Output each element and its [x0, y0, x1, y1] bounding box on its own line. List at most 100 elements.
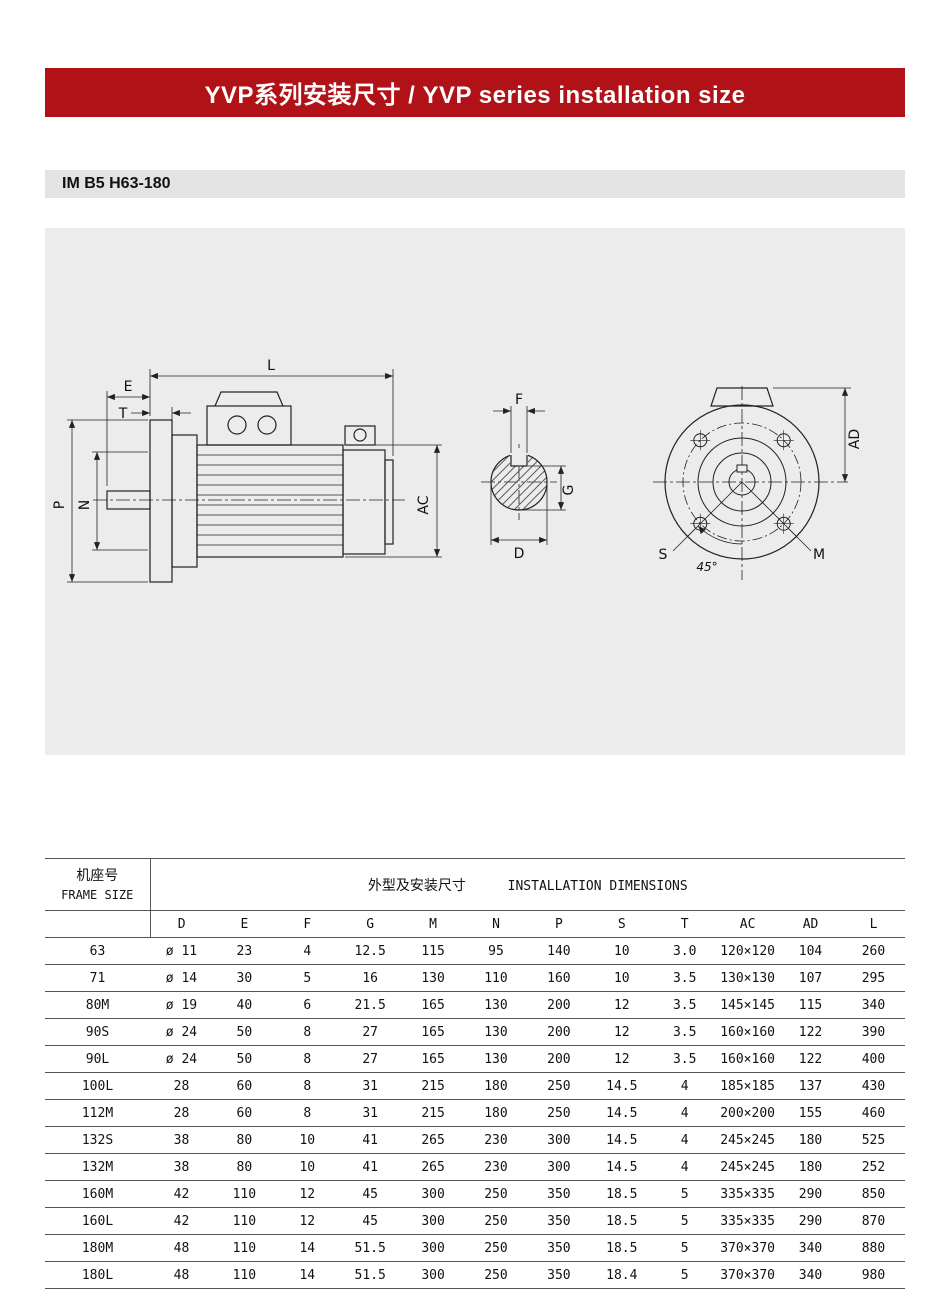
dim-label-L: L: [267, 358, 275, 374]
dimension-cell: 110: [212, 1207, 276, 1235]
dimension-cell: 140: [527, 937, 591, 965]
dim-label-G: G: [561, 485, 577, 496]
dimension-cell: 45: [338, 1180, 402, 1208]
dimension-cell: 850: [841, 1180, 905, 1208]
dimension-cell: 8: [275, 1018, 339, 1046]
dimension-cell: 38: [150, 1153, 213, 1181]
dimension-cell: 5: [653, 1261, 717, 1289]
dimension-cell: 430: [841, 1072, 905, 1100]
dimension-cell: 42: [150, 1207, 213, 1235]
dimension-cell: 4: [653, 1072, 717, 1100]
dimension-cell: 80: [212, 1153, 276, 1181]
dimension-cell: 300: [527, 1126, 591, 1154]
dimension-cell: 8: [275, 1072, 339, 1100]
frame-size-cell: 180M: [45, 1234, 150, 1262]
dimension-cell: 14: [275, 1261, 339, 1289]
dimension-cell: 23: [212, 937, 276, 965]
dimension-cell: 4: [653, 1153, 717, 1181]
dimension-cell: 28: [150, 1072, 213, 1100]
dimension-cell: 40: [212, 991, 276, 1019]
dimension-cell: 130: [464, 991, 528, 1019]
dimension-cell: 215: [401, 1072, 465, 1100]
dimension-cell: 18.5: [590, 1234, 654, 1262]
column-header-e: E: [212, 910, 276, 938]
dimensions-group-header: 外型及安装尺寸 INSTALLATION DIMENSIONS: [150, 858, 905, 911]
page-title: YVP系列安装尺寸 / YVP series installation size: [204, 82, 746, 109]
dimension-cell: 6: [275, 991, 339, 1019]
dimension-cell: 51.5: [338, 1234, 402, 1262]
section-label-bar: IM B5 H63-180: [45, 170, 905, 198]
column-header-s: S: [590, 910, 654, 938]
dimension-cell: 265: [401, 1126, 465, 1154]
dimension-cell: 48: [150, 1234, 213, 1262]
dimension-cell: 145×145: [716, 991, 780, 1019]
dimension-cell: 4: [275, 937, 339, 965]
dimension-cell: 3.5: [653, 1018, 717, 1046]
dimension-cell: 250: [527, 1072, 591, 1100]
dimension-cell: 180: [464, 1072, 528, 1100]
dimension-cell: 340: [841, 991, 905, 1019]
dimension-cell: 110: [212, 1234, 276, 1262]
dimension-cell: 14.5: [590, 1126, 654, 1154]
dimension-cell: 122: [779, 1045, 842, 1073]
dimension-cell: 230: [464, 1153, 528, 1181]
dimension-cell: 200×200: [716, 1099, 780, 1127]
drawing-area: L E T P N AC: [45, 228, 905, 755]
dimension-cell: 137: [779, 1072, 842, 1100]
column-header-m: M: [401, 910, 465, 938]
dim-label-E: E: [124, 379, 133, 395]
dimension-cell: 10: [590, 937, 654, 965]
dim-label-P: P: [52, 501, 68, 509]
dim-label-angle: 45°: [696, 560, 717, 574]
dimension-cell: 350: [527, 1180, 591, 1208]
dimension-cell: 115: [779, 991, 842, 1019]
dimension-cell: ø 19: [150, 991, 213, 1019]
dimension-cell: 31: [338, 1099, 402, 1127]
dimension-cell: 8: [275, 1045, 339, 1073]
frame-size-cell: 63: [45, 937, 150, 965]
dimension-cell: 350: [527, 1234, 591, 1262]
dimension-cell: 12: [590, 991, 654, 1019]
dimension-cell: 340: [779, 1234, 842, 1262]
dimension-cell: 160: [527, 964, 591, 992]
dimension-cell: 60: [212, 1099, 276, 1127]
dimension-cell: 245×245: [716, 1126, 780, 1154]
dim-label-AD: AD: [847, 429, 863, 449]
dimension-cell: 107: [779, 964, 842, 992]
dimension-cell: 60: [212, 1072, 276, 1100]
dimension-cell: 4: [653, 1099, 717, 1127]
frame-size-cell: 160M: [45, 1180, 150, 1208]
flange-front-view: [664, 387, 851, 560]
dimension-cell: 200: [527, 1018, 591, 1046]
dimension-cell: 300: [401, 1180, 465, 1208]
page-header: YVP系列安装尺寸 / YVP series installation size: [45, 68, 905, 117]
side-view-dimensions: [67, 369, 442, 583]
dimension-cell: 41: [338, 1126, 402, 1154]
table-group-header-row: 机座号 FRAME SIZE 外型及安装尺寸 INSTALLATION DIME…: [45, 858, 905, 911]
dimension-cell: 340: [779, 1261, 842, 1289]
dimension-cell: 130: [464, 1018, 528, 1046]
column-header-l: L: [841, 910, 905, 938]
dimension-cell: 130×130: [716, 964, 780, 992]
dim-label-D: D: [514, 546, 525, 562]
column-header-ac: AC: [716, 910, 780, 938]
dimension-cell: ø 14: [150, 964, 213, 992]
dimension-cell: 31: [338, 1072, 402, 1100]
dimension-cell: 4: [653, 1126, 717, 1154]
dimension-cell: 42: [150, 1180, 213, 1208]
frame-size-cell: 132M: [45, 1153, 150, 1181]
dimension-cell: 14: [275, 1234, 339, 1262]
frame-size-header: 机座号 FRAME SIZE: [45, 858, 151, 911]
frame-size-cell: 90L: [45, 1045, 150, 1073]
dim-label-T: T: [118, 406, 128, 422]
frame-size-cell: 80M: [45, 991, 150, 1019]
dimension-cell: 16: [338, 964, 402, 992]
section-label-text: IM B5 H63-180: [62, 175, 171, 192]
frame-size-cell: 112M: [45, 1099, 150, 1127]
dim-label-N: N: [77, 500, 93, 510]
dimension-cell: 290: [779, 1180, 842, 1208]
